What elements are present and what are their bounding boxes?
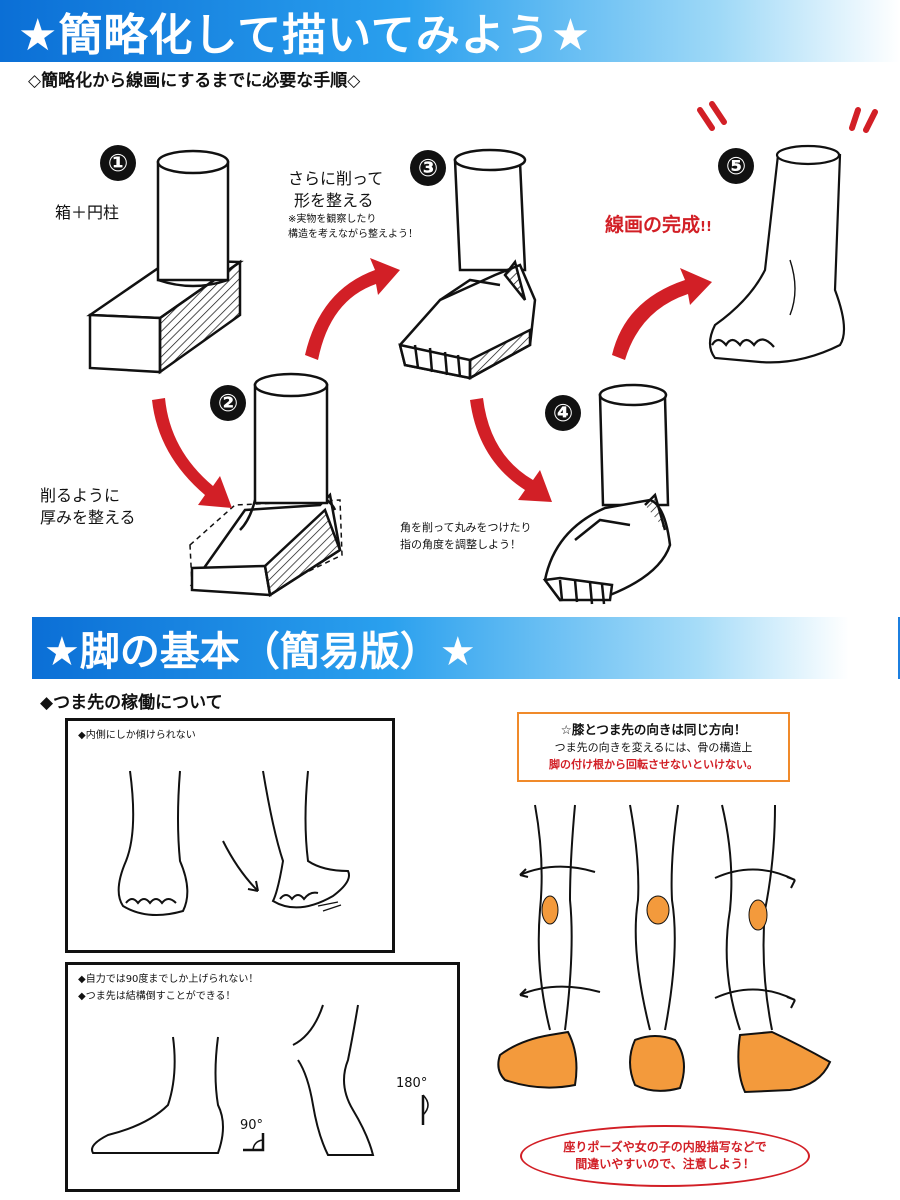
- step1-label: 箱＋円柱: [55, 203, 120, 222]
- step3-number: ③: [410, 150, 446, 186]
- step4-note-line1: 角を削って丸みをつけたり: [400, 521, 532, 534]
- step4-number: ④: [545, 395, 581, 431]
- section2-title: ★脚の基本（簡易版）★: [44, 629, 476, 675]
- foot-3: [737, 1030, 832, 1094]
- arrow-step4-to-5: [612, 268, 712, 360]
- step1-number: ①: [100, 145, 136, 181]
- step3-label-line2: 形を整える: [294, 190, 374, 210]
- step3-note: ※実物を観察したり 構造を考えながら整えよう！: [288, 212, 418, 242]
- knee-marker-2: [646, 895, 670, 925]
- step1-box-cylinder-drawing: [86, 149, 244, 375]
- section1-subtitle: ◇簡略化から線画にするまでに必要な手順◇: [28, 71, 361, 91]
- step5-label: 線画の完成!!: [605, 213, 712, 239]
- step4-rounded-foot-drawing: [542, 383, 672, 605]
- knee-toe-direction-note: ☆膝とつま先の向きは同じ方向！ つま先の向きを変えるには、骨の構造上 脚の付け根…: [517, 712, 790, 782]
- step5-label-suffix: !!: [700, 220, 712, 235]
- sparkle-marks: [697, 101, 878, 133]
- arrow-step1-to-2: [152, 398, 232, 508]
- step2-label: 削るように 厚みを整える: [40, 485, 136, 528]
- step4-note: 角を削って丸みをつけたり 指の角度を調整しよう！: [400, 520, 531, 553]
- toe-tilt-illustration: [117, 770, 350, 916]
- arrow-step2-to-3: [305, 258, 400, 360]
- toe-lift-illustration: [91, 1004, 429, 1156]
- step3-label: さらに削って 形を整える: [288, 168, 383, 211]
- step3-note-line2: 構造を考えながら整えよう！: [288, 229, 418, 240]
- toe-lift-note-2: ◆つま先は結構倒すことができる！: [78, 991, 236, 1002]
- warning-line1: 座りポーズや女の子の内股描写などで: [563, 1139, 767, 1154]
- toe-lift-note-1: ◆自力では90度までしか上げられない！: [78, 974, 259, 985]
- angle-90-label: 90°: [240, 1118, 264, 1133]
- page-title: ★簡略化して描いてみよう★: [18, 10, 592, 61]
- step-arrows: [152, 258, 712, 508]
- foot-1: [497, 1030, 578, 1089]
- angle-180-label: 180°: [396, 1076, 428, 1091]
- step3-shaped-foot-drawing: [398, 148, 537, 381]
- step5-number: ⑤: [718, 148, 754, 184]
- step2-label-line1: 削るように: [40, 486, 121, 505]
- warning-note: 座りポーズや女の子の内股描写などで 間違いやすいので、注意しよう！: [520, 1125, 810, 1187]
- knee-toe-note-title: ☆膝とつま先の向きは同じ方向！: [560, 722, 747, 737]
- foot-2: [629, 1035, 685, 1092]
- toe-lift-notes: ◆自力では90度までしか上げられない！ ◆つま先は結構倒すことができる！: [78, 971, 258, 1005]
- step2-label-line2: 厚みを整える: [40, 507, 136, 527]
- section2-title-banner: ★脚の基本（簡易版）★: [32, 617, 900, 679]
- step4-note-line2: 指の角度を調整しよう！: [400, 537, 521, 551]
- step2-number: ②: [210, 385, 246, 421]
- warning-line2: 間違いやすいので、注意しよう！: [575, 1157, 755, 1171]
- step3-label-line1: さらに削って: [288, 169, 384, 188]
- leg-rotation-illustration: [497, 804, 832, 1094]
- knee-toe-note-line1: つま先の向きを変えるには、骨の構造上: [554, 741, 753, 755]
- page-title-banner: ★簡略化して描いてみよう★: [0, 0, 900, 62]
- knee-marker-3: [748, 899, 768, 931]
- arrow-step3-to-4: [470, 398, 552, 502]
- section2-subtitle: ◆つま先の稼働について: [40, 693, 223, 713]
- toe-tilt-panel: ◆内側にしか傾けられない: [65, 718, 395, 953]
- step2-carved-block-drawing: [189, 372, 343, 598]
- toe-tilt-note: ◆内側にしか傾けられない: [78, 730, 196, 741]
- knee-toe-note-line2: 脚の付け根から回転させないといけない。: [549, 758, 758, 772]
- knee-marker-1: [541, 895, 559, 925]
- toe-lift-panel: ◆自力では90度までしか上げられない！ ◆つま先は結構倒すことができる！ 90°…: [65, 962, 460, 1192]
- step5-final-foot-drawing: [708, 144, 846, 364]
- step3-note-line1: ※実物を観察したり: [288, 214, 377, 225]
- step5-label-text: 線画の完成: [605, 214, 701, 236]
- simplification-steps-illustration: [86, 101, 878, 605]
